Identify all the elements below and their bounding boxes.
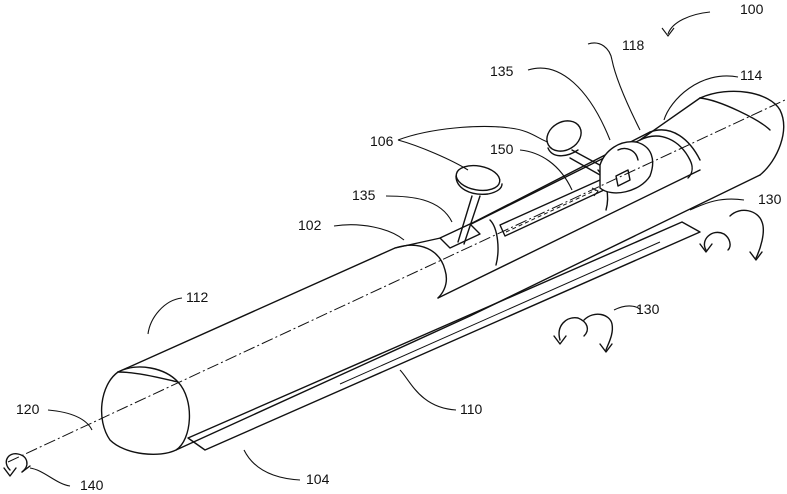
- label-150: 150: [490, 141, 514, 157]
- sleeve-section: [395, 130, 700, 298]
- label-130-mid: 130: [636, 301, 660, 317]
- rotation-arrow-130-mid: [554, 314, 612, 352]
- label-130-right: 130: [758, 191, 782, 207]
- label-140: 140: [80, 477, 104, 493]
- longitudinal-axis: [8, 100, 785, 462]
- slot-track: [500, 180, 604, 236]
- label-120: 120: [16, 401, 40, 417]
- label-112: 112: [186, 289, 209, 305]
- rotation-arrow-140: [4, 454, 30, 476]
- label-104: 104: [306, 471, 330, 487]
- knob-left: [440, 162, 502, 248]
- label-118: 118: [622, 37, 645, 53]
- rotation-arrow-130-right: [700, 210, 763, 260]
- label-135-left: 135: [352, 187, 376, 203]
- label-110: 110: [460, 401, 483, 417]
- label-100: 100: [740, 1, 764, 17]
- label-102: 102: [298, 217, 322, 233]
- label-135-top: 135: [490, 63, 514, 79]
- housing-window: [600, 142, 653, 193]
- device-body: [102, 91, 784, 454]
- label-106: 106: [370, 133, 394, 149]
- label-114: 114: [740, 67, 763, 83]
